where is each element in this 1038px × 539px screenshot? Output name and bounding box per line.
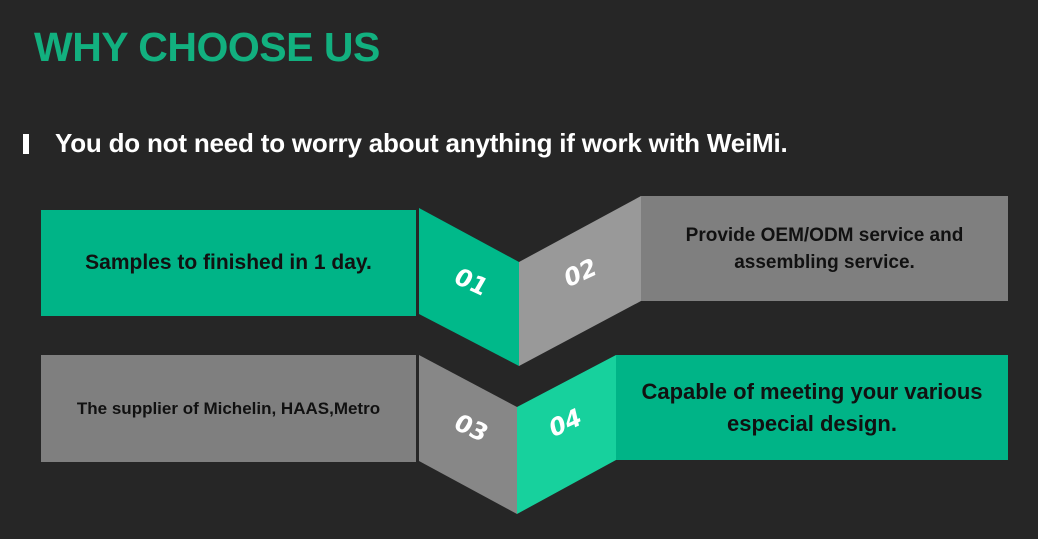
feature-box-2: Provide OEM/ODM service and assembling s… — [641, 196, 1008, 301]
feature-box-3: The supplier of Michelin, HAAS,Metro — [41, 355, 416, 462]
fold-panel-02 — [519, 196, 641, 366]
feature-box-1: Samples to finished in 1 day. — [41, 210, 416, 316]
feature-text-4: Capable of meeting your various especial… — [641, 378, 983, 436]
feature-text-1: Samples to finished in 1 day. — [85, 251, 372, 274]
feature-text-3: The supplier of Michelin, HAAS,Metro — [76, 398, 381, 418]
feature-box-4: Capable of meeting your various especial… — [616, 355, 1008, 460]
feature-text-2: Provide OEM/ODM service and assembling s… — [685, 224, 964, 273]
page-subtitle: You do not need to worry about anything … — [55, 128, 788, 158]
bullet-bar-icon — [23, 134, 29, 154]
fold-panel-04 — [517, 355, 616, 514]
fold-panel-01 — [419, 208, 519, 366]
fold-panel-03 — [419, 355, 517, 514]
page-title: WHY CHOOSE US — [34, 24, 380, 70]
